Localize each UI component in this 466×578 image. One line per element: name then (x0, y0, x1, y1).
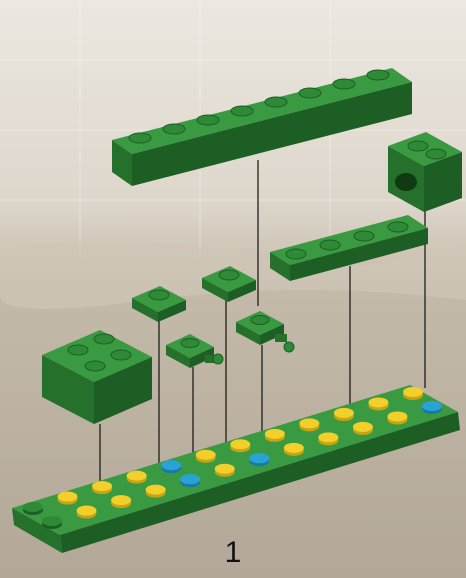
base-studs (23, 387, 442, 529)
pin-hole (395, 173, 417, 191)
stud-yellow-marker (283, 442, 304, 453)
step-number: 1 (224, 536, 242, 569)
plate-1x4 (270, 215, 428, 281)
brick-left-face (112, 140, 132, 186)
stud-blue-marker (249, 453, 270, 464)
pin (283, 341, 295, 353)
brick-2x2 (42, 330, 152, 424)
stud-yellow-marker (126, 470, 147, 481)
stud-yellow-marker (299, 418, 320, 429)
brick-front-face (132, 82, 412, 186)
stud-yellow-marker (368, 397, 389, 408)
stud-blue-marker (180, 474, 201, 485)
stud-yellow-marker (403, 387, 423, 397)
stud-yellow-marker (76, 505, 97, 516)
stud-yellow-marker (318, 432, 339, 443)
brick-top-face (42, 330, 152, 382)
brick-studs (67, 333, 132, 372)
stud-yellow-marker (92, 481, 113, 492)
stud-green (42, 516, 62, 526)
base-side-face (12, 508, 62, 553)
stud-yellow-marker (264, 428, 285, 439)
plate-2x2-left (132, 286, 186, 322)
stud-yellow-marker (195, 449, 216, 460)
plate-2x2-right (202, 266, 256, 302)
stud-yellow-marker (387, 411, 408, 422)
brick-studs (128, 69, 390, 144)
stud-blue-marker (161, 460, 182, 471)
stud-yellow-marker (111, 495, 132, 506)
stud-yellow-marker (352, 421, 373, 432)
plate-1x1-pin-right (236, 311, 295, 353)
stud-blue-marker (422, 401, 442, 411)
stud-yellow-marker (214, 463, 235, 474)
plate-1x1-pin-left (166, 334, 224, 368)
brick-top-face (112, 68, 412, 154)
stud-yellow-marker (145, 484, 166, 495)
brick-right-face (94, 357, 152, 424)
pin (212, 353, 224, 365)
stud-yellow-marker (230, 439, 251, 450)
brick-1x8 (112, 68, 412, 186)
brick-left-face (42, 355, 94, 424)
base-front-face (60, 412, 460, 553)
stud-yellow-marker (57, 491, 78, 502)
stud-yellow-marker (333, 407, 354, 418)
stud-green (23, 502, 43, 512)
brick-1x2-hole (388, 132, 462, 212)
